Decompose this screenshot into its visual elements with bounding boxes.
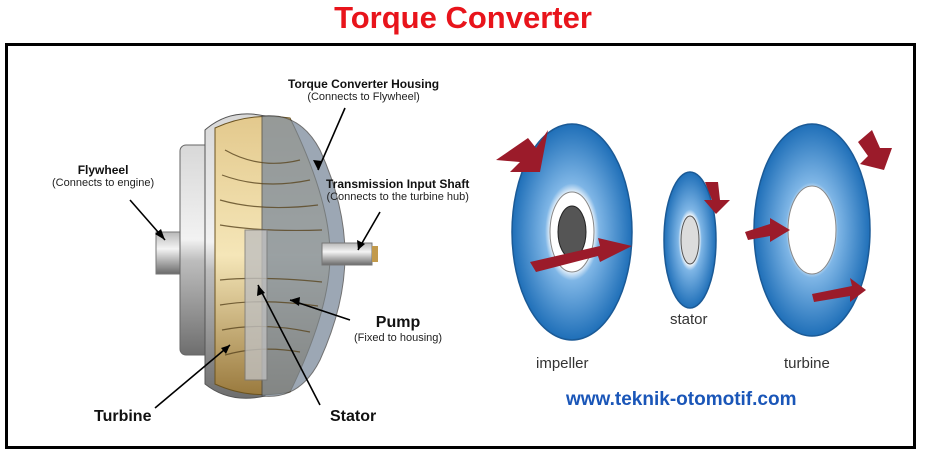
leader-lines [129, 107, 381, 409]
pump-label: Pump (Fixed to housing) [354, 314, 442, 344]
stator-label: Stator [330, 408, 377, 425]
website-url: www.teknik-otomotif.com [566, 389, 797, 410]
impeller-caption: impeller [536, 355, 589, 372]
turbine-label: Turbine [94, 408, 152, 425]
housing-name: Torque Converter Housing [288, 77, 440, 91]
impeller-wheel [511, 123, 633, 341]
flywheel-name: Flywheel [77, 163, 129, 177]
diagram-frame [5, 43, 916, 449]
input-shaft-note: (Connects to the turbine hub) [326, 191, 469, 203]
pump-note: (Fixed to housing) [354, 332, 443, 344]
leader-arrowheads [155, 160, 365, 354]
stator-core [244, 229, 268, 381]
housing-label: Torque Converter Housing (Connects to Fl… [288, 77, 439, 103]
flywheel-label: Flywheel (Connects to engine) [52, 163, 154, 189]
turbine-wheel [753, 123, 871, 337]
pump-name: Pump [375, 314, 421, 331]
cutaway-converter [155, 113, 378, 399]
stator-wheel [663, 171, 717, 309]
turbine-caption: turbine [784, 355, 830, 372]
input-shaft-label: Transmission Input Shaft (Connects to th… [326, 177, 469, 203]
input-shaft-tip [372, 246, 378, 262]
flywheel-note: (Connects to engine) [52, 177, 155, 189]
flow-arrows [496, 130, 892, 302]
housing-note: (Connects to Flywheel) [307, 91, 420, 103]
input-shaft-name: Transmission Input Shaft [326, 177, 470, 191]
input-shaft [321, 242, 373, 266]
page-title: Torque Converter [334, 0, 592, 35]
stator-caption: stator [670, 311, 708, 328]
